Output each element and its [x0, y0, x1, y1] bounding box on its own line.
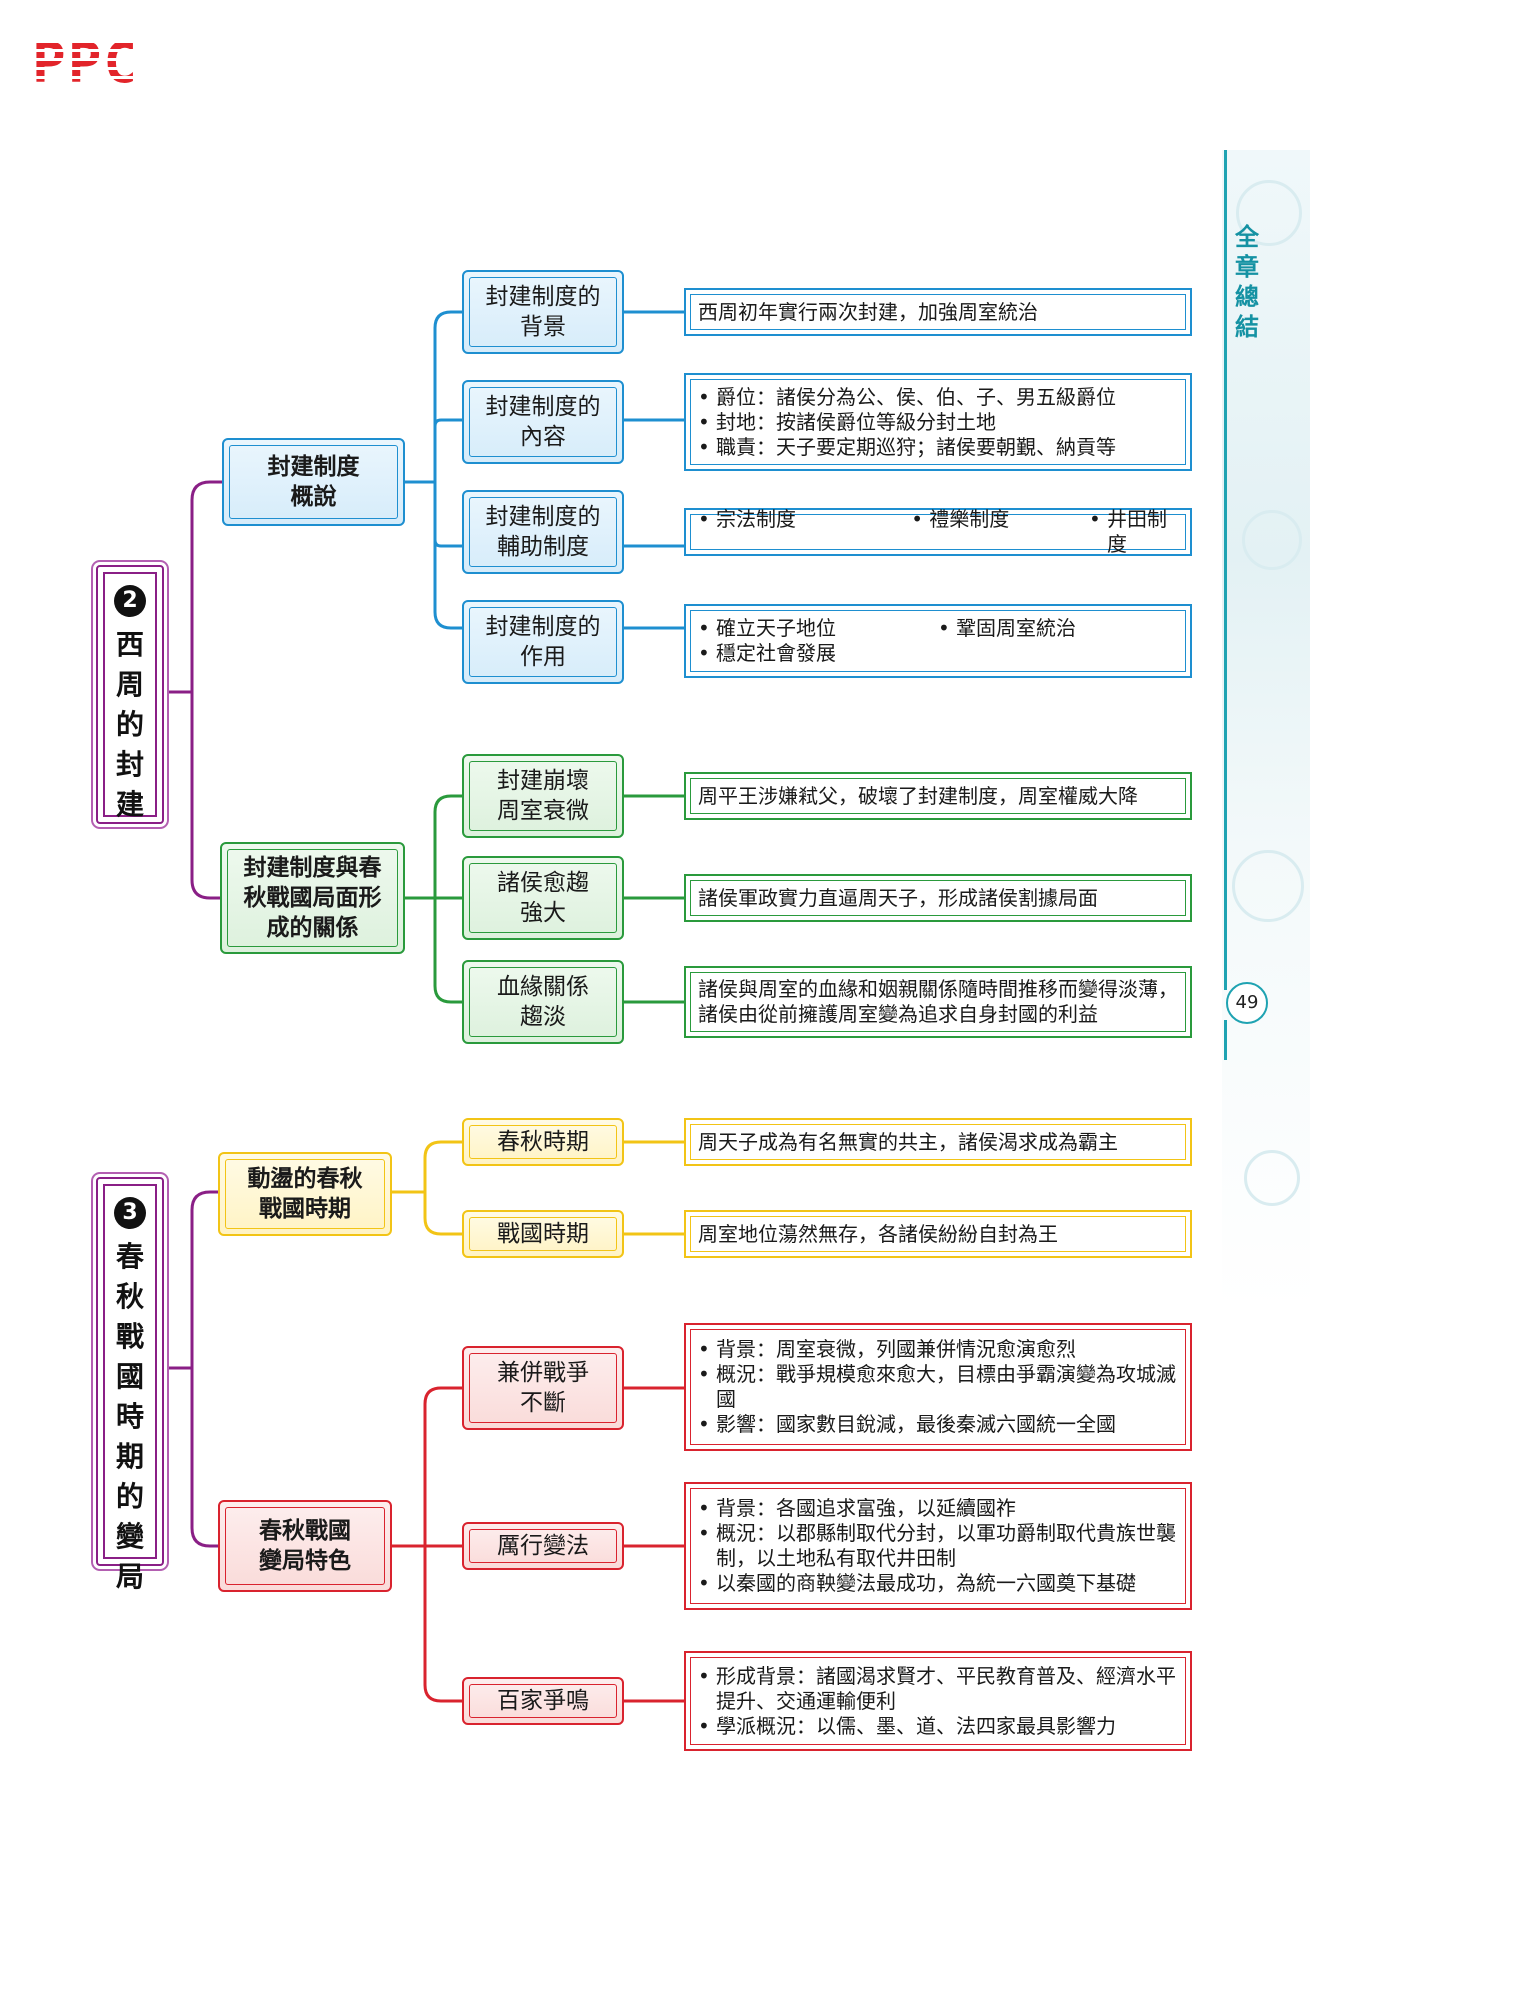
node-lords-stronger: 諸侯愈趨強大 — [462, 856, 624, 940]
node-feudal-background: 封建制度的背景 — [462, 270, 624, 354]
side-rule — [1224, 150, 1227, 990]
leaf-feudal-content: 爵位：諸侯分為公、侯、伯、子、男五級爵位 封地：按諸侯爵位等級分封土地 職責：天… — [684, 373, 1192, 471]
side-rule-lower — [1224, 1020, 1227, 1060]
node-feudal-collapse: 封建崩壞周室衰微 — [462, 754, 624, 838]
node-feudal-content: 封建制度的內容 — [462, 380, 624, 464]
publisher-logo: PPC — [32, 31, 140, 96]
section-3-number: 3 — [114, 1197, 146, 1229]
node-feudal-overview: 封建制度概說 — [222, 438, 405, 526]
node-feudal-function: 封建制度的作用 — [462, 600, 624, 684]
node-warring-states: 戰國時期 — [462, 1210, 624, 1258]
section-2-title: 西周的封建 — [115, 628, 144, 821]
section-2-number: 2 — [114, 585, 146, 617]
node-spring-autumn: 春秋時期 — [462, 1118, 624, 1166]
leaf-feudal-collapse: 周平王涉嫌弒父，破壞了封建制度，周室權威大降 — [684, 772, 1192, 820]
leaf-hundred-schools: 形成背景：諸國渴求賢才、平民教育普及、經濟水平提升、交通運輸便利 學派概況：以儒… — [684, 1651, 1192, 1751]
node-feudal-relation: 封建制度與春秋戰國局面形成的關係 — [220, 842, 405, 954]
side-decoration — [1222, 150, 1310, 1310]
page-number: 49 — [1226, 982, 1268, 1024]
leaf-kinship-fade: 諸侯與周室的血緣和姻親關係隨時間推移而變得淡薄，諸侯由從前擁護周室變為追求自身封… — [684, 966, 1192, 1038]
leaf-reforms: 背景：各國追求富強，以延續國祚 概況：以郡縣制取代分封，以軍功爵制取代貴族世襲制… — [684, 1482, 1192, 1610]
node-feudal-auxiliary: 封建制度的輔助制度 — [462, 490, 624, 574]
leaf-feudal-function: 確立天子地位 鞏固周室統治 穩定社會發展 — [684, 604, 1192, 678]
node-kinship-fade: 血緣關係趨淡 — [462, 960, 624, 1044]
section-3-title: 春秋戰國時期的變局 — [115, 1240, 144, 1593]
leaf-annexation-wars: 背景：周室衰微，列國兼併情況愈演愈烈 概況：戰爭規模愈來愈大，目標由爭霸演變為攻… — [684, 1323, 1192, 1451]
leaf-feudal-background: 西周初年實行兩次封建，加強周室統治 — [684, 288, 1192, 336]
leaf-warring-states: 周室地位蕩然無存，各諸侯紛紛自封為王 — [684, 1210, 1192, 1258]
node-annexation-wars: 兼併戰爭不斷 — [462, 1346, 624, 1430]
leaf-feudal-auxiliary: 宗法制度 禮樂制度 井田制度 — [684, 507, 1192, 556]
chapter-summary-label: 全章總結 — [1235, 222, 1259, 341]
node-hundred-schools: 百家爭鳴 — [462, 1677, 624, 1725]
node-turbulent-period: 動盪的春秋戰國時期 — [218, 1152, 392, 1236]
section-2-box: 2 西周的封建 — [96, 565, 164, 824]
leaf-lords-stronger: 諸侯軍政實力直逼周天子，形成諸侯割據局面 — [684, 874, 1192, 922]
node-reforms: 厲行變法 — [462, 1522, 624, 1570]
node-change-features: 春秋戰國變局特色 — [218, 1500, 392, 1592]
section-3-box: 3 春秋戰國時期的變局 — [96, 1177, 164, 1593]
leaf-spring-autumn: 周天子成為有名無實的共主，諸侯渴求成為霸主 — [684, 1118, 1192, 1166]
